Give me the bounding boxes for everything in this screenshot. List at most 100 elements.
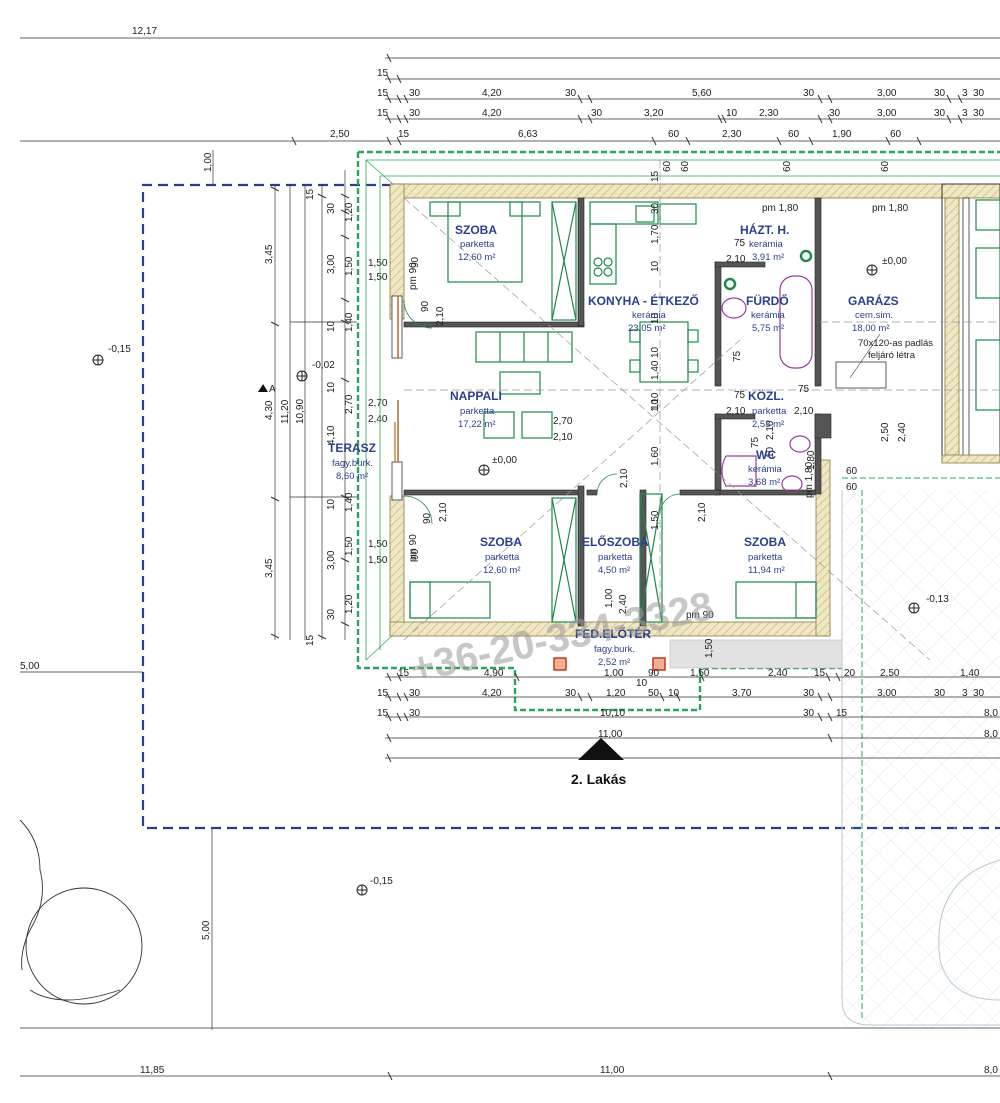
dim-label: 30: [565, 88, 577, 99]
dim-label: 15: [814, 668, 826, 679]
svg-text:23,05 m²: 23,05 m²: [628, 323, 666, 334]
dim-label: 75: [732, 350, 743, 362]
dim-label: 15: [398, 668, 410, 679]
pm-notes: pm 1,80 pm 1,80 pm 90 pm 90 pm 90 pm 1,8…: [408, 203, 909, 621]
dim-label: 11,20: [280, 399, 291, 424]
dim-label: 8,0: [984, 708, 998, 719]
dim-label: 60: [846, 482, 858, 493]
svg-text:SZOBA: SZOBA: [455, 223, 497, 237]
dim-label: 10: [650, 260, 661, 272]
svg-text:8,60 m²: 8,60 m²: [336, 471, 368, 482]
svg-text:2,53 m²: 2,53 m²: [752, 419, 784, 430]
dim-label: 30: [326, 608, 337, 620]
dim-label: 30: [803, 708, 815, 719]
svg-text:GARÁZS: GARÁZS: [848, 293, 899, 308]
top-dimension-labels: 12,17 15 15 30 4,20 30 5,60 30 3,00 30 3…: [132, 26, 985, 140]
level-marker: -0,02: [296, 360, 335, 382]
dim-label: 30: [973, 688, 985, 699]
room-bathroom: FÜRDŐ kerámia 5,75 m²: [746, 293, 789, 334]
dim-label: 1,10: [650, 392, 661, 412]
dim-label: 2,40: [768, 668, 788, 679]
svg-text:parketta: parketta: [460, 239, 495, 250]
dim-label: 10: [326, 381, 337, 393]
ladder-note-line1: 70x120-as padlás: [858, 338, 933, 349]
dim-label: 60: [890, 129, 902, 140]
svg-text:A: A: [269, 384, 276, 395]
level-marker: -0,15: [92, 344, 131, 366]
dim-label: 15: [377, 68, 389, 79]
dim-label: 75: [734, 238, 746, 249]
level-markers: -0,15 -0,02 ±0,00 ±0,00 -0,13 -0,15: [92, 256, 949, 896]
svg-text:SZOBA: SZOBA: [744, 535, 786, 549]
dim-label: 11,00: [598, 729, 623, 740]
dim-label: 4,90: [484, 668, 504, 679]
svg-text:-0,15: -0,15: [370, 876, 393, 887]
svg-text:±0,00: ±0,00: [492, 455, 517, 466]
room-bedroom-1: SZOBA parketta 12,60 m²: [455, 223, 497, 263]
dim-label: 60: [680, 160, 691, 172]
dim-label: 1,20: [344, 594, 355, 614]
dim-label: 10: [765, 446, 776, 458]
pm-note: pm 1,80: [804, 461, 815, 498]
svg-text:KÖZL.: KÖZL.: [748, 388, 784, 403]
dim-label: 20: [844, 668, 856, 679]
dim-label: 8,0: [984, 729, 998, 740]
dim-label: 1,40: [344, 492, 355, 512]
room-corridor: KÖZL. parketta 2,53 m²: [748, 388, 787, 430]
dim-label: 30: [934, 688, 946, 699]
dim-label: 2,10: [438, 502, 449, 522]
svg-text:17,22 m²: 17,22 m²: [458, 419, 496, 430]
svg-text:SZOBA: SZOBA: [480, 535, 522, 549]
dim-label: 10,10: [600, 708, 625, 719]
dim-label: 3: [962, 108, 968, 119]
room-bedroom-3: SZOBA parketta 11,94 m²: [744, 535, 786, 576]
level-marker: -0,15: [356, 876, 393, 896]
dim-label: 75: [798, 384, 810, 395]
svg-text:fagy.burk.: fagy.burk.: [332, 458, 373, 469]
room-hall: ELŐSZOBA parketta 4,50 m²: [582, 534, 649, 576]
dim-label: 2,50: [880, 668, 900, 679]
svg-text:parketta: parketta: [752, 406, 787, 417]
dim-label: 1,50: [368, 272, 388, 283]
svg-text:kerámia: kerámia: [749, 239, 784, 250]
room-labels: SZOBA parketta 12,60 m² KONYHA - ÉTKEZŐ …: [328, 222, 899, 668]
pm-note: pm 90: [408, 534, 419, 562]
room-living: NAPPALI parketta 17,22 m²: [450, 389, 502, 430]
dim-label: 1,40: [960, 668, 980, 679]
dim-label: 1,00: [604, 588, 615, 608]
svg-text:3,91 m²: 3,91 m²: [752, 252, 784, 263]
dim-label: 2,70: [344, 394, 355, 414]
svg-text:-0,02: -0,02: [312, 360, 335, 371]
attic-ladder-note: 70x120-as padlás feljáró létra: [835, 333, 933, 389]
dim-label: 30: [409, 88, 421, 99]
dim-label: 3,70: [732, 688, 752, 699]
dim-label: 2,10: [435, 306, 446, 326]
dim-label: 60: [662, 160, 673, 172]
interior-dimension-labels: 90 90 2,10 2,10 90 90 2,10 2,10 2,70 2,1…: [410, 160, 908, 658]
svg-text:FED.ELŐTÉR: FED.ELŐTÉR: [575, 626, 651, 641]
dim-label: 3,00: [877, 88, 897, 99]
dim-label: 5,60: [692, 88, 712, 99]
dim-label: 10,90: [295, 399, 306, 424]
svg-text:HÁZT. H.: HÁZT. H.: [740, 222, 789, 237]
left-dimensions: [20, 150, 357, 1030]
dim-label: 3,45: [264, 244, 275, 264]
dim-label: 15: [377, 688, 389, 699]
dim-label: 30: [326, 202, 337, 214]
dim-label: 1,50: [650, 510, 661, 530]
room-utility: HÁZT. H. kerámia 3,91 m²: [740, 222, 789, 263]
dim-label: 2,10: [794, 406, 814, 417]
dim-label: 3,00: [877, 108, 897, 119]
dim-label: 90: [422, 512, 433, 524]
dim-label: 3: [962, 88, 968, 99]
tree-icon: [19, 819, 143, 1005]
svg-text:18,00 m²: 18,00 m²: [852, 323, 890, 334]
svg-text:fagy.burk.: fagy.burk.: [594, 644, 635, 655]
dim-label: 2,10: [619, 468, 630, 488]
dim-label: 60: [782, 160, 793, 172]
pm-note: pm 90: [408, 262, 419, 290]
dim-label: 30: [829, 108, 841, 119]
dim-label: 1,50: [690, 668, 710, 679]
dim-label: 10: [726, 108, 738, 119]
